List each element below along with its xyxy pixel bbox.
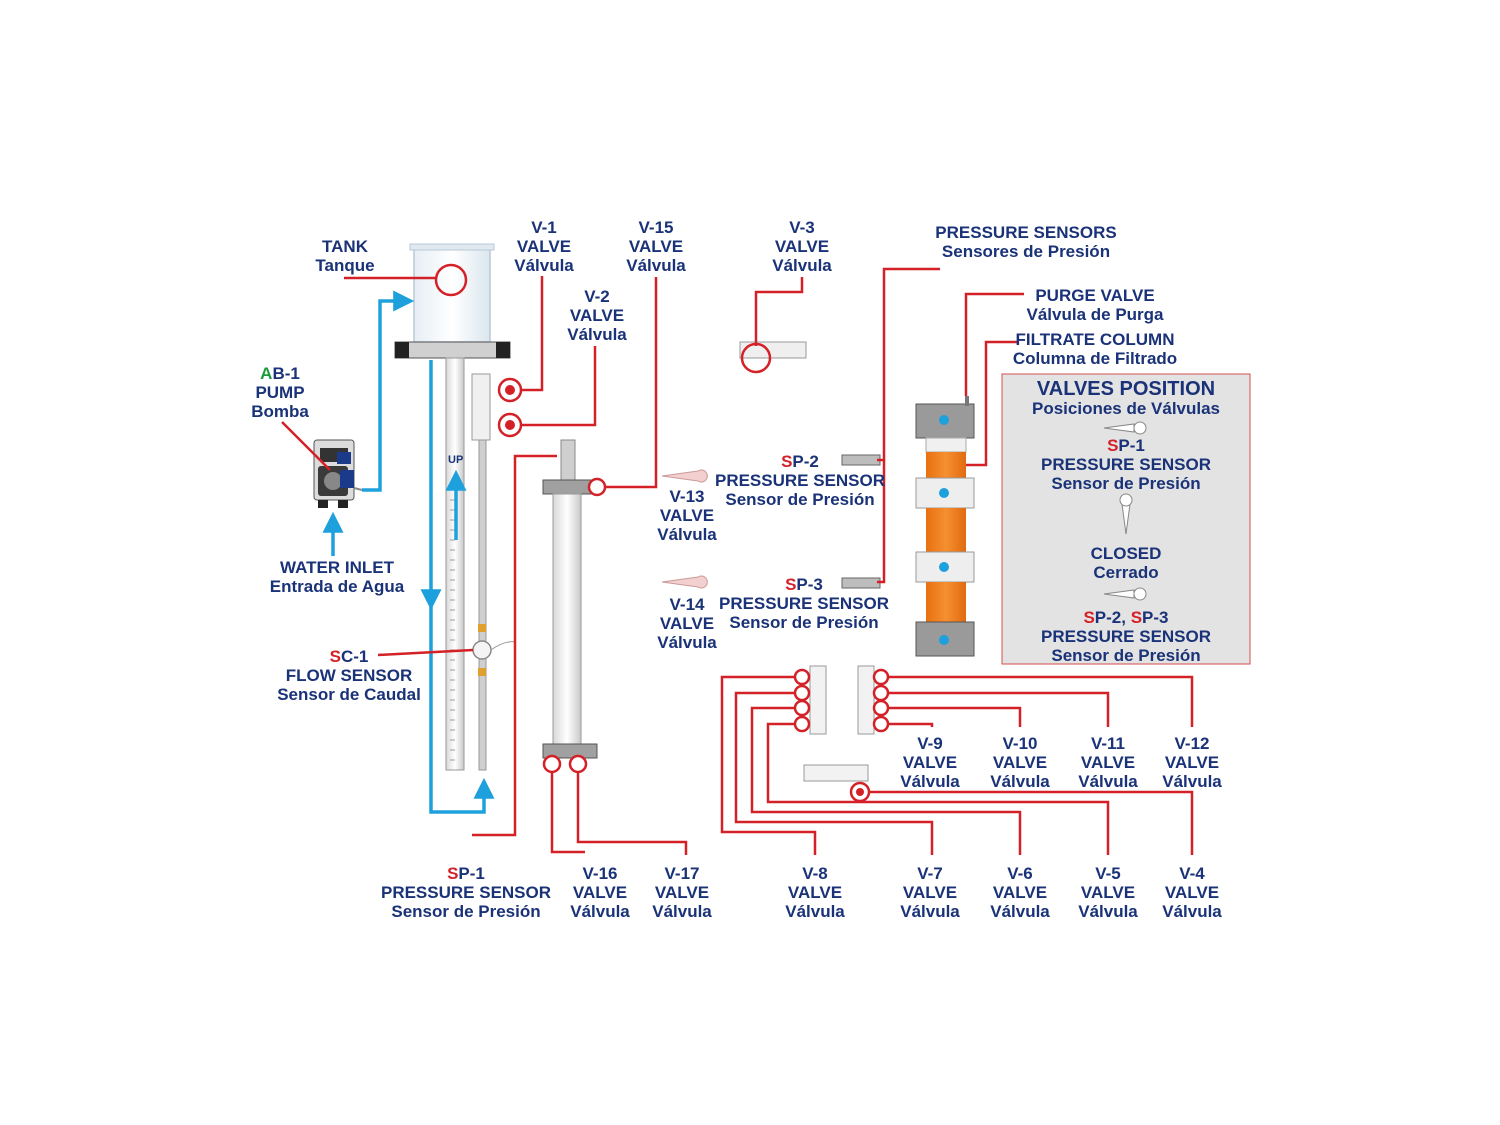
- v8-label: V-8 VALVE Válvula: [785, 864, 845, 921]
- v5-marker: [793, 715, 811, 733]
- v9-label: V-9 VALVE Válvula: [900, 734, 960, 791]
- pump-label: AB-1 PUMP Bomba: [251, 364, 309, 421]
- v6-marker: [793, 699, 811, 717]
- v12-marker: [872, 668, 890, 686]
- valves-position-title: VALVES POSITION: [1036, 378, 1216, 400]
- v15-label: V-15 VALVE Válvula: [626, 218, 686, 275]
- v14-handle: [661, 575, 708, 589]
- v7-marker: [793, 684, 811, 702]
- sp2-label: SP-2 PRESSURE SENSOR Sensor de Presión: [714, 452, 886, 509]
- filtrate-column: [915, 396, 975, 657]
- v16-marker: [542, 754, 562, 774]
- sp3-label: SP-3 PRESSURE SENSOR Sensor de Presión: [718, 575, 890, 632]
- v3-marker: [740, 342, 772, 374]
- pressure-sensors-label: PRESSURE SENSORS Sensores de Presión: [935, 223, 1117, 261]
- v12-label: V-12 VALVE Válvula: [1162, 734, 1222, 791]
- panel-closed-label: CLOSED Cerrado: [1090, 544, 1162, 582]
- v10-label: V-10 VALVE Válvula: [990, 734, 1050, 791]
- v13-label: V-13 VALVE Válvula: [657, 487, 717, 544]
- v15-marker: [587, 477, 607, 497]
- v11-label: V-11 VALVE Válvula: [1078, 734, 1138, 791]
- v17-label: V-17 VALVE Válvula: [652, 864, 712, 921]
- v17-marker: [568, 754, 588, 774]
- v13-handle: [661, 469, 708, 483]
- filtrate-column-label: FILTRATE COLUMN Columna de Filtrado: [1012, 330, 1178, 368]
- flow-lines: [322, 290, 495, 814]
- marker-circles: [434, 263, 890, 803]
- valves-position-subtitle: Posiciones de Válvulas: [1031, 399, 1221, 418]
- v10-marker: [872, 699, 890, 717]
- tank-label: TANK Tanque: [315, 237, 375, 275]
- water-inlet-label: WATER INLET Entrada de Agua: [269, 558, 405, 596]
- column-up-marking: UP: [448, 454, 463, 466]
- v3-label: V-3 VALVE Válvula: [772, 218, 832, 275]
- v7-label: V-7 VALVE Válvula: [900, 864, 960, 921]
- v8-marker: [793, 668, 811, 686]
- left-column: [445, 357, 517, 771]
- sp1-label: SP-1 PRESSURE SENSOR Sensor de Presión: [380, 864, 552, 921]
- v4-device: [803, 764, 869, 782]
- v2-label: V-2 VALVE Válvula: [567, 287, 627, 344]
- panel-handle-sp1: [1103, 421, 1147, 435]
- v5-label: V-5 VALVE Válvula: [1078, 864, 1138, 921]
- v14-label: V-14 VALVE Válvula: [657, 595, 717, 652]
- v6-label: V-6 VALVE Válvula: [990, 864, 1050, 921]
- manifold-right: [857, 665, 875, 735]
- purge-valve-label: PURGE VALVE Válvula de Purga: [1026, 286, 1164, 324]
- manifold-left: [809, 665, 827, 735]
- flow-sensor-label: SC-1 FLOW SENSOR Sensor de Caudal: [277, 647, 421, 704]
- v9-marker: [872, 715, 890, 733]
- tank: [394, 243, 511, 359]
- leader-lines: [281, 267, 1194, 855]
- v4-label: V-4 VALVE Válvula: [1162, 864, 1222, 921]
- panel-sp23-label: SP-2, SP-3 PRESSURE SENSOR Sensor de Pre…: [1040, 608, 1212, 665]
- panel-sp1-label: SP-1 PRESSURE SENSOR Sensor de Presión: [1040, 436, 1212, 493]
- v1-label: V-1 VALVE Válvula: [514, 218, 574, 275]
- tank-marker: [434, 263, 468, 297]
- pump-ab1: [313, 439, 363, 508]
- panel-handle-closed: [1119, 493, 1133, 535]
- v11-marker: [872, 684, 890, 702]
- panel-handle-sp23: [1103, 587, 1147, 601]
- v16-label: V-16 VALVE Válvula: [570, 864, 630, 921]
